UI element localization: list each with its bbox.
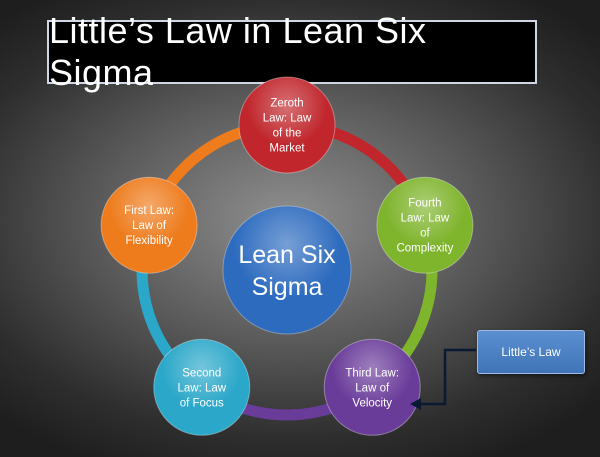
callout-label: Little’s Law	[501, 345, 561, 359]
center-label-line-0: Lean Six	[238, 241, 336, 269]
callout-arrow	[410, 348, 476, 410]
node-label-zeroth-line-2: of the	[273, 128, 302, 140]
node-label-first-line-1: Law of	[132, 220, 167, 232]
node-label-second-line-1: Law: Law	[177, 382, 226, 394]
node-label-zeroth-line-1: Law: Law	[263, 113, 312, 125]
center-label-line-1: Sigma	[252, 273, 323, 301]
node-label-second-line-2: of Focus	[180, 397, 224, 409]
title-banner: Little’s Law in Lean Six Sigma	[47, 10, 537, 93]
littles-law-callout: Little’s Law	[477, 330, 585, 374]
node-third: Third Law: Law of Velocity	[323, 338, 421, 436]
node-label-fourth-line-2: of	[420, 228, 430, 240]
node-label-third-line-0: Third Law:	[345, 367, 399, 379]
node-label-fourth-line-0: Fourth	[408, 198, 441, 210]
node-label-third-line-1: Law of	[355, 382, 390, 394]
node-label-second-line-0: Second	[182, 367, 221, 379]
node-label-third-line-2: Velocity	[352, 397, 392, 409]
node-label-fourth-line-1: Law: Law	[401, 213, 450, 225]
node-label-zeroth-line-3: Market	[269, 143, 305, 155]
page-title: Little’s Law in Lean Six Sigma	[49, 10, 427, 93]
node-label-fourth-line-3: Complexity	[396, 243, 453, 255]
node-label-first-line-0: First Law:	[124, 205, 174, 217]
node-first: First Law: Law of Flexibility	[100, 176, 198, 274]
node-label-first-line-2: Flexibility	[125, 235, 173, 247]
node-label-zeroth-line-0: Zeroth	[270, 98, 303, 110]
